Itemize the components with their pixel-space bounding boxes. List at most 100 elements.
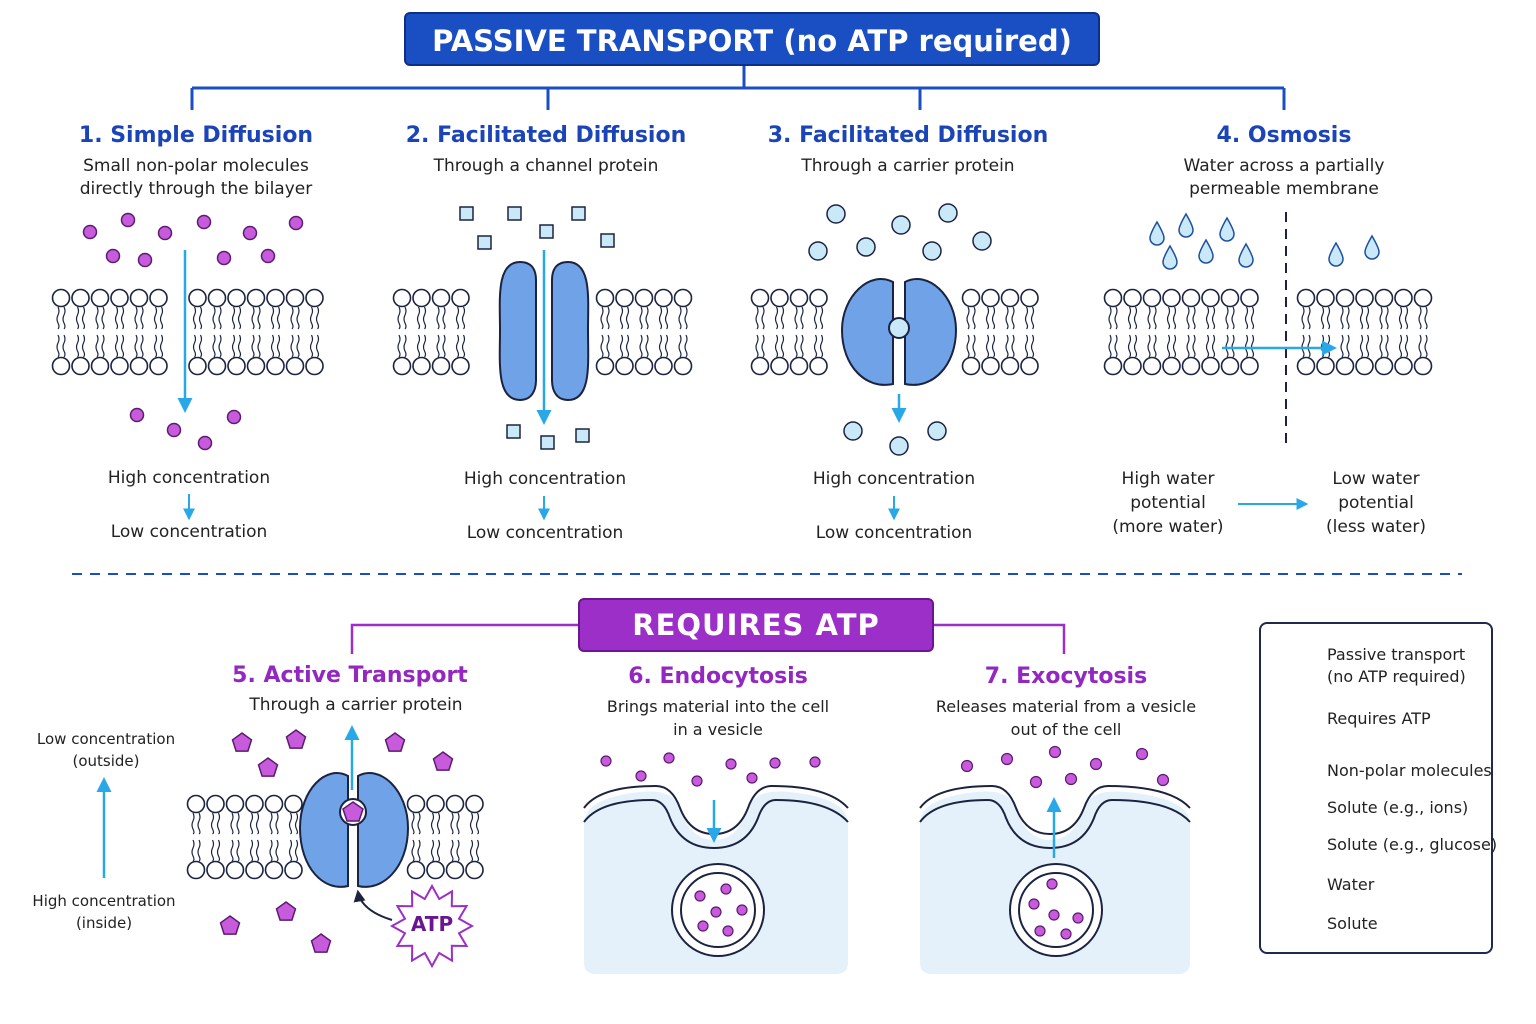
ion-squares-above: [459, 206, 615, 250]
phospholipid: [305, 288, 324, 376]
passive-bracket: [190, 66, 1286, 110]
solute-pentagon: [219, 915, 241, 935]
phospholipid: [1103, 288, 1123, 376]
phospholipid: [285, 288, 305, 376]
phospholipid: [186, 794, 206, 880]
exocytosis-title: 7. Exocytosis: [984, 664, 1148, 689]
phospholipid: [1296, 288, 1316, 376]
phospholipid: [1374, 288, 1394, 376]
phospholipid: [445, 794, 465, 880]
water-drops: [1149, 212, 1380, 270]
phospholipid: [264, 794, 284, 880]
exocytosis-panel: [919, 745, 1191, 974]
phospholipid: [206, 794, 225, 880]
channel-diffusion-subtitle: Through a channel protein: [433, 156, 659, 176]
active-transport-subtitle: Through a carrier protein: [249, 695, 463, 715]
phospholipid: [266, 288, 285, 376]
low-concentration-label: Low concentration: [466, 523, 624, 543]
phospholipid: [284, 794, 303, 880]
phospholipid: [406, 794, 426, 880]
phospholipid: [770, 288, 789, 376]
phospholipid: [1413, 288, 1433, 376]
phospholipid: [149, 288, 168, 376]
low-concentration-label: Low concentration: [815, 523, 973, 543]
phospholipid: [673, 288, 693, 376]
phospholipid: [227, 288, 246, 376]
solute-pentagon: [310, 933, 332, 953]
vesicle-contents: [1028, 878, 1084, 940]
phospholipid: [188, 288, 207, 376]
solute-pentagon: [285, 729, 307, 749]
phospholipid: [51, 288, 71, 376]
solute-pentagon: [257, 757, 279, 777]
phospholipid: [1142, 288, 1162, 376]
solute-pentagon: [275, 901, 297, 921]
carrier-diffusion-subtitle: Through a carrier protein: [801, 156, 1015, 176]
phospholipid: [1123, 288, 1142, 376]
endocytosis-title: 6. Endocytosis: [628, 664, 808, 689]
phospholipid: [1394, 288, 1413, 376]
membranes: [51, 288, 1433, 880]
carrier-protein: [840, 278, 958, 386]
legend-passive-label: Passive transport(no ATP required): [1327, 645, 1466, 686]
atp-burst: [389, 883, 475, 969]
phospholipid: [1181, 288, 1201, 376]
phospholipid: [595, 288, 615, 376]
nonpolar-molecules-below: [129, 407, 242, 451]
low-concentration-label: Low concentration: [110, 522, 268, 542]
osmosis-title: 4. Osmosis: [1216, 123, 1352, 148]
legend-atp-label: Requires ATP: [1327, 709, 1431, 728]
glucose-circles-above: [808, 203, 992, 261]
outside-molecules: [600, 752, 821, 787]
legend-ion-label: Solute (e.g., ions): [1327, 798, 1469, 817]
atp-arrow: [353, 889, 393, 921]
phospholipid: [426, 794, 445, 880]
phospholipid: [1220, 288, 1240, 376]
phospholipid: [1201, 288, 1220, 376]
active-transport-panel: [96, 725, 475, 969]
phospholipid: [1335, 288, 1355, 376]
phospholipid: [245, 794, 264, 880]
phospholipid: [207, 288, 227, 376]
carrier-panel: [808, 203, 992, 521]
phospholipid: [110, 288, 129, 376]
legend-water-label: Water: [1327, 875, 1375, 894]
phospholipid: [1000, 288, 1020, 376]
legend-glucose-label: Solute (e.g., glucose): [1327, 835, 1498, 854]
phospholipid: [1316, 288, 1335, 376]
phospholipid: [71, 288, 90, 376]
phospholipid: [981, 288, 1000, 376]
phospholipid: [961, 288, 981, 376]
phospholipid: [90, 288, 110, 376]
low-concentration-outside-label: Low concentration(outside): [36, 730, 176, 770]
phospholipid: [750, 288, 770, 376]
solute-pentagon: [432, 751, 454, 771]
glucose-circles-below: [843, 421, 947, 456]
legend-nonpolar-label: Non-polar molecules: [1327, 761, 1492, 780]
endocytosis-panel: [583, 752, 849, 974]
channel-panel: [459, 206, 615, 521]
vesicle-contents: [694, 883, 748, 937]
atp-bracket: [350, 623, 1066, 654]
phospholipid: [1355, 288, 1374, 376]
solute-pentagons: [219, 729, 454, 953]
phospholipid: [789, 288, 809, 376]
bound-solute: [342, 801, 364, 822]
legend: Passive transport(no ATP required) Requi…: [1259, 622, 1497, 954]
passive-transport-header: PASSIVE TRANSPORT (no ATP required): [404, 12, 1100, 66]
channel-diffusion-title: 2. Facilitated Diffusion: [405, 123, 687, 148]
active-transport-title: 5. Active Transport: [232, 663, 468, 688]
phospholipid: [1162, 288, 1181, 376]
phospholipid: [246, 288, 266, 376]
phospholipid: [451, 288, 470, 376]
requires-atp-header: REQUIRES ATP: [578, 598, 934, 652]
osmosis-panel: [1149, 212, 1380, 510]
solute-pentagon: [231, 732, 253, 752]
nonpolar-molecules-above: [82, 212, 304, 268]
phospholipid: [634, 288, 654, 376]
